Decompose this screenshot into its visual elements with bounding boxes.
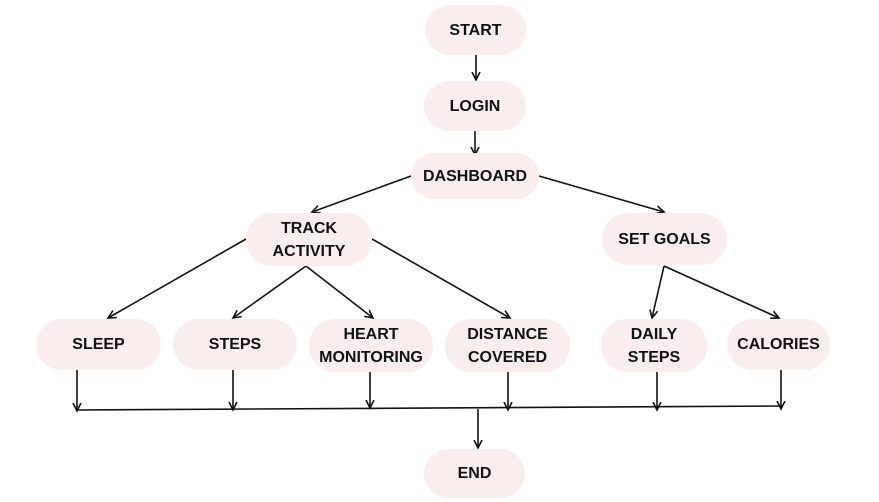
node-start-label: START [449,21,502,39]
node-login-label: LOGIN [449,97,501,115]
arrow-track-activity-to-steps [233,265,307,318]
node-set-goals-label: SET GOALS [618,230,711,248]
arrow-set-goals-to-daily-steps [652,265,665,318]
node-daily-steps: DAILY STEPS [601,319,707,372]
node-end: END [424,449,525,498]
arrow-set-goals-to-calories [663,265,779,318]
arrow-track-activity-to-heart-monitoring [305,265,373,318]
node-calories-label: CALORIES [737,336,820,353]
arrow-dashboard-to-set-goals [538,175,664,212]
merge-bus-line [76,405,784,411]
node-steps: STEPS [173,319,297,370]
node-sleep-label: SLEEP [72,336,125,353]
node-heart-monitoring: HEART MONITORING [309,319,433,372]
node-dashboard: DASHBOARD [411,153,539,199]
node-distance-covered: DISTANCE COVERED [445,319,570,372]
node-track-activity: TRACK ACTIVITY [246,213,372,266]
node-login: LOGIN [424,81,526,131]
node-heart-monitoring-label: HEART MONITORING [319,325,423,366]
node-distance-covered-label: DISTANCE COVERED [467,325,548,366]
arrow-dashboard-to-track-activity [312,175,412,212]
node-track-activity-label: TRACK ACTIVITY [272,219,346,260]
arrow-track-activity-to-distance-covered [371,238,510,318]
node-end-label: END [457,465,492,482]
node-start: START [425,5,526,55]
node-set-goals: SET GOALS [602,213,727,265]
node-steps-label: STEPS [208,336,262,353]
node-daily-steps-label: DAILY STEPS [627,325,681,366]
node-dashboard-label: DASHBOARD [423,167,527,185]
arrow-track-activity-to-sleep [108,238,247,318]
node-calories: CALORIES [727,319,830,370]
node-sleep: SLEEP [36,319,161,370]
